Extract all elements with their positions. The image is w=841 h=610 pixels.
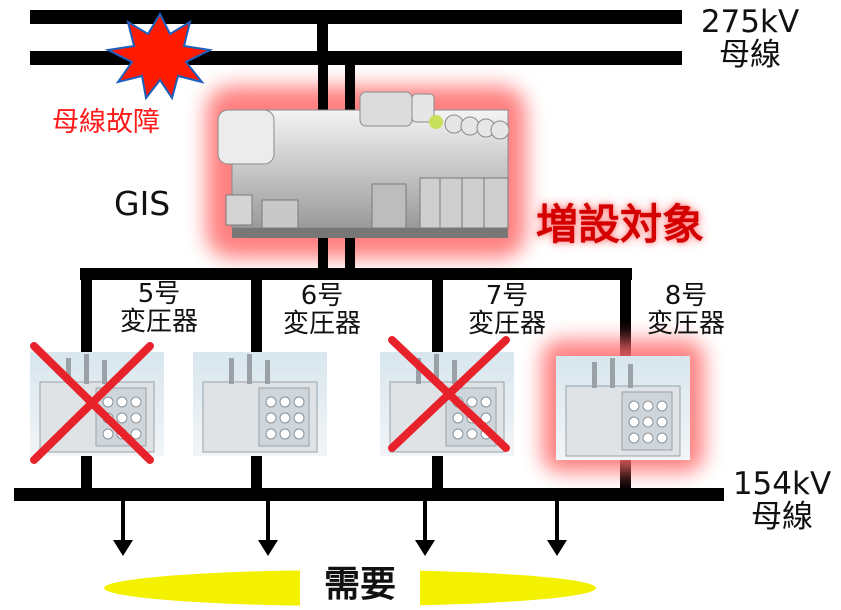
- transformer-8-label: 8号 変圧器: [631, 282, 741, 338]
- bus-154-voltage: 154kV: [732, 466, 832, 502]
- transformer-5-name: 変圧器: [119, 307, 198, 338]
- transformer-8-name: 変圧器: [646, 309, 725, 340]
- transformer-7-label: 7号 変圧器: [452, 282, 562, 338]
- bus-275-name: 母線: [719, 37, 781, 74]
- gis-switchgear-icon: [217, 91, 510, 238]
- transformer-5-number: 5号: [137, 279, 181, 309]
- arrow-down-icon-2: [258, 501, 278, 556]
- bus-tie: [317, 24, 328, 51]
- arrow-down-icon-1: [113, 501, 133, 556]
- arrow-down-icon-3: [415, 501, 435, 556]
- bus-275-label: 275kV 母線: [690, 4, 810, 74]
- transformer-7-name: 変圧器: [467, 309, 546, 340]
- transformer-6-name: 変圧器: [282, 309, 361, 340]
- transformer-6-number: 6号: [300, 281, 344, 311]
- branch-bus: [80, 268, 632, 280]
- transformer-8-icon: [556, 356, 690, 460]
- demand-label-bg: [300, 568, 420, 610]
- transformer-5-label: 5号 変圧器: [104, 280, 214, 336]
- arrow-down-icon-4: [547, 501, 567, 556]
- transformer-6-label: 6号 変圧器: [267, 282, 377, 338]
- expansion-target-label: 増設対象: [536, 200, 705, 249]
- transformer-6-icon: [193, 352, 327, 456]
- bus-154-name: 母線: [751, 499, 813, 536]
- bus-275-upper: [30, 10, 682, 24]
- demand-label: 需要: [323, 564, 396, 605]
- fault-label: 母線故障: [52, 107, 160, 138]
- transformer-8-number: 8号: [664, 281, 708, 311]
- cross-mark-icon-tr5: [30, 342, 154, 464]
- transformer-7-number: 7号: [485, 281, 529, 311]
- bus-154: [14, 488, 724, 501]
- bus-154-label: 154kV 母線: [722, 466, 841, 536]
- gis-label: GIS: [114, 184, 171, 223]
- bus-275-voltage: 275kV: [700, 4, 800, 40]
- explosion-icon: [104, 11, 214, 101]
- cross-mark-icon-tr7: [388, 336, 510, 452]
